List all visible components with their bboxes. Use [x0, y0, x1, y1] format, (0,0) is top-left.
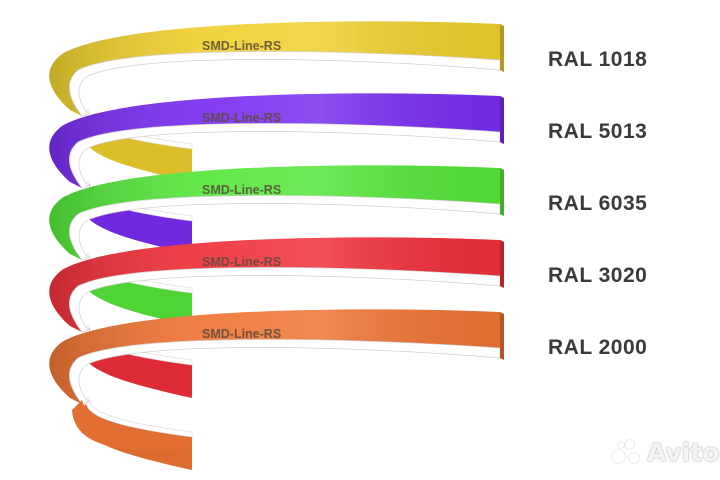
- band-tail-inner-2: [78, 184, 192, 254]
- band-end-cap-2: [500, 96, 504, 144]
- band-brand-label-5: SMD-Line-RS: [202, 327, 281, 341]
- band-tail-inner-4: [78, 328, 192, 398]
- ral-code-label-3: RAL 6035: [548, 192, 648, 215]
- band-rim-4: [69, 267, 501, 333]
- band-end-cap-1: [500, 24, 504, 72]
- band-tail-inner-3: [78, 256, 192, 326]
- band-3: SMD-Line-RS: [49, 165, 504, 261]
- band-end-cap-5: [500, 312, 504, 360]
- band-shading-2: [49, 93, 500, 188]
- band-tail-inner-1: [78, 112, 192, 182]
- band-tail-rim-5: [85, 396, 193, 438]
- ral-code-label-2: RAL 5013: [548, 120, 648, 143]
- band-brand-label-3: SMD-Line-RS: [202, 183, 281, 197]
- band-5: SMD-Line-RS: [49, 309, 504, 405]
- ral-code-label-1: RAL 1018: [548, 48, 648, 71]
- band-rim-3: [69, 195, 501, 261]
- avito-logo-icon: [612, 439, 642, 466]
- band-bottom-tail: [72, 400, 192, 451]
- avito-watermark: Avito: [612, 438, 719, 467]
- ral-code-label-4: RAL 3020: [548, 264, 648, 287]
- band-4: SMD-Line-RS: [49, 237, 504, 333]
- ral-code-label-5: RAL 2000: [548, 336, 648, 359]
- band-shading-4: [49, 237, 500, 332]
- band-rim-2: [69, 123, 501, 189]
- band-shading-1: [49, 21, 500, 116]
- band-1: SMD-Line-RS: [49, 21, 504, 117]
- band-bottom-tail-face: [72, 400, 192, 451]
- band-brand-label-1: SMD-Line-RS: [202, 39, 281, 53]
- band-brand-label-2: SMD-Line-RS: [202, 111, 281, 125]
- band-2: SMD-Line-RS: [49, 93, 504, 189]
- band-rim-1: [69, 51, 501, 117]
- band-brand-label-4: SMD-Line-RS: [202, 255, 281, 269]
- band-end-cap-4: [500, 240, 504, 288]
- band-shading-5: [49, 309, 500, 404]
- avito-watermark-text: Avito: [647, 438, 720, 467]
- band-shading-3: [49, 165, 500, 260]
- band-end-cap-3: [500, 168, 504, 216]
- band-rim-5: [69, 339, 501, 405]
